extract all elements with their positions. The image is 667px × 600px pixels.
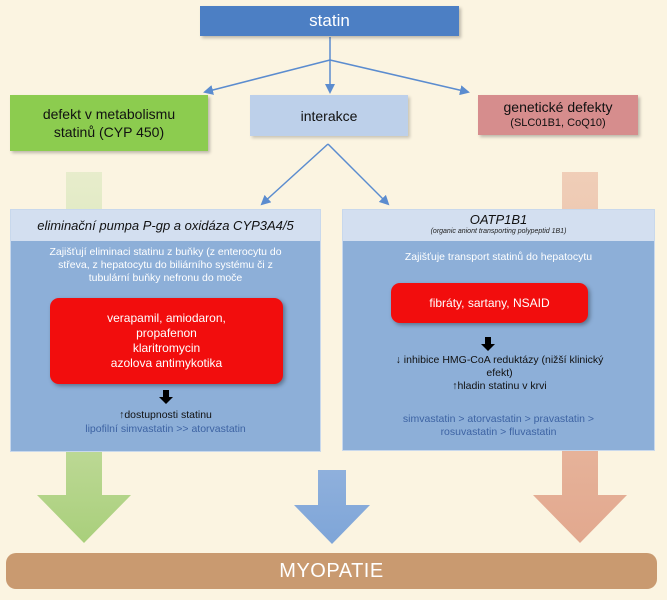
pgp-desc-line-2: střeva, z hepatocytu do biliárního systé…: [58, 259, 273, 271]
pgp-cyp3a4-panel: eliminační pumpa P-gp a oxidáza CYP3A4/5…: [10, 209, 321, 452]
oatp-drug-box: fibráty, sartany, NSAID: [391, 283, 588, 323]
pgp-description: Zajišťují eliminaci statinu z buňky (z e…: [15, 246, 316, 285]
oatp-header-subtitle: (organic aniont transporting polypeptid …: [430, 228, 567, 235]
pgp-drug-2: propafenon: [136, 326, 197, 340]
blue-down-arrow: [294, 470, 370, 544]
pgp-effect: ↑dostupnosti statinu: [119, 409, 212, 421]
genetic-defects-box: genetické defekty (SLC01B1, CoQ10): [478, 95, 638, 135]
genetic-title: genetické defekty: [503, 99, 613, 115]
oatp-effect: ↓ inhibice HMG-CoA reduktázy (nižší klin…: [349, 354, 650, 393]
oatp-effect-line-2: efekt): [486, 367, 513, 379]
oatp-description: Zajišťuje transport statinů do hepatocyt…: [404, 251, 593, 263]
pgp-panel-header: eliminační pumpa P-gp a oxidáza CYP3A4/5: [11, 210, 320, 241]
statin-box: statin: [200, 6, 459, 36]
oatp-effect-line-3: ↑hladin statinu v krvi: [452, 380, 547, 392]
defect-line-1: defekt v metabolismu: [42, 106, 176, 122]
pgp-drug-list-box: verapamil, amiodaron, propafenon klaritr…: [50, 298, 283, 384]
pgp-down-arrow-icon: [159, 390, 173, 404]
connector-arrows: [203, 37, 470, 206]
metabolism-defect-box: defekt v metabolismu statinů (CYP 450): [10, 95, 208, 151]
oatp-down-arrow-icon: [481, 337, 495, 351]
myopathy-result-bar: MYOPATIE: [6, 553, 657, 589]
oatp-header-title: OATP1B1: [469, 212, 528, 227]
pgp-drug-3: klaritromycin: [132, 341, 201, 355]
pgp-desc-line-3: tubulární buňky nefronu do moče: [88, 272, 243, 284]
oatp-drugs: fibráty, sartany, NSAID: [429, 295, 550, 310]
oatp-note-line-2: rosuvastatin > fluvastatin: [440, 426, 557, 438]
interaction-box: interakce: [250, 95, 408, 136]
pgp-drug-1: verapamil, amiodaron,: [107, 311, 226, 325]
pgp-note: lipofilní simvastatin >> atorvastatin: [85, 423, 246, 435]
oatp1b1-panel: OATP1B1 (organic aniont transporting pol…: [342, 209, 655, 451]
genetic-subtitle: (SLC01B1, CoQ10): [510, 117, 606, 129]
interaction-label: interakce: [300, 107, 358, 124]
pgp-drug-4: azolova antimykotika: [110, 356, 223, 370]
oatp-note-line-1: simvastatin > atorvastatin > pravastatin…: [402, 413, 595, 425]
oatp-note: simvastatin > atorvastatin > pravastatin…: [347, 413, 650, 439]
pgp-desc-line-1: Zajišťují eliminaci statinu z buňky (z e…: [49, 246, 282, 258]
myopathy-label: MYOPATIE: [279, 559, 384, 582]
defect-line-2: statinů (CYP 450): [53, 124, 165, 140]
oatp-panel-header: OATP1B1 (organic aniont transporting pol…: [343, 210, 654, 241]
oatp-effect-line-1: ↓ inhibice HMG-CoA reduktázy (nižší klin…: [395, 354, 604, 366]
statin-label: statin: [309, 11, 350, 30]
